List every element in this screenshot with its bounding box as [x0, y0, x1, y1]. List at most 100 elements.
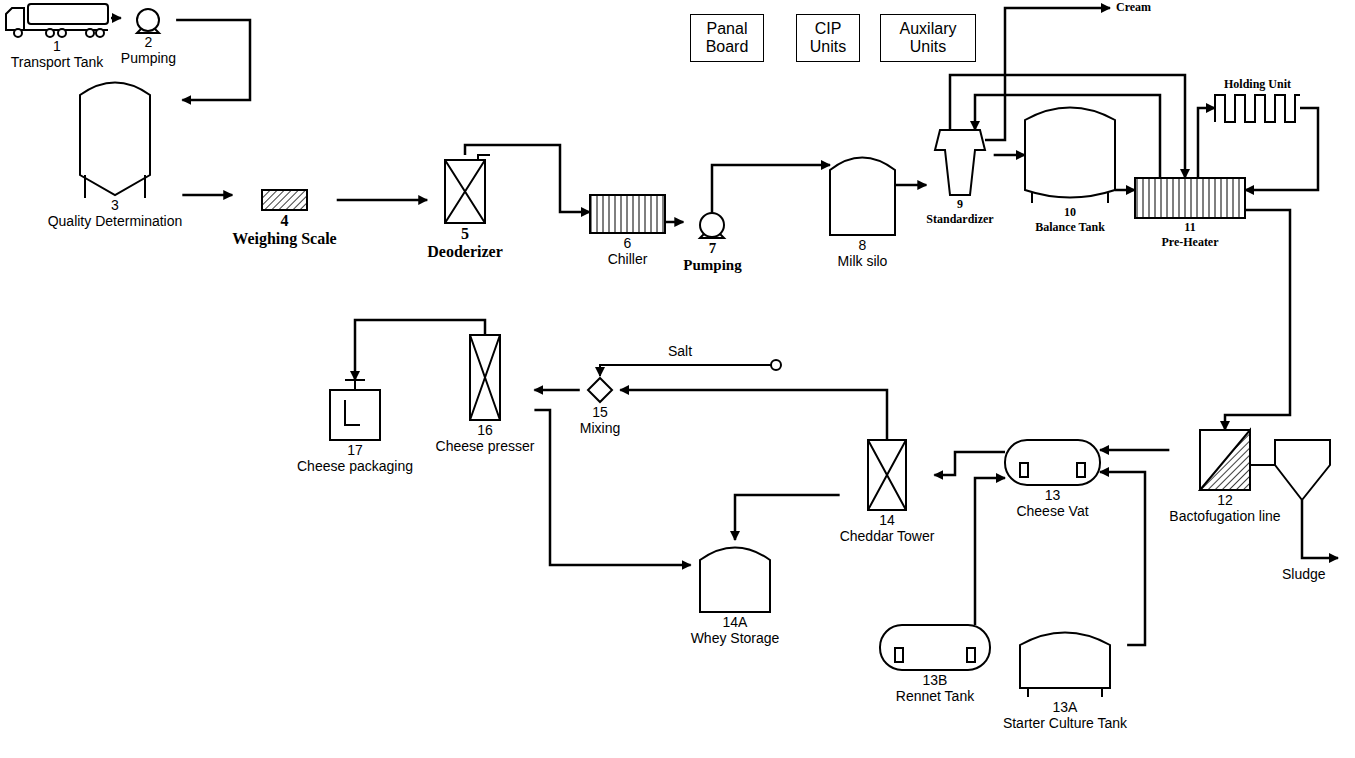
whey-tank	[700, 548, 770, 613]
callout-number: 7	[683, 240, 741, 257]
equipment-node: 10Balance Tank	[1025, 105, 1115, 235]
holding-coil	[1215, 95, 1300, 122]
equipment-label: Whey Storage	[691, 630, 780, 646]
rennet-tank	[880, 625, 990, 670]
starter-tank	[1020, 633, 1110, 698]
callout-number: 14	[840, 512, 935, 528]
transport-truck	[6, 8, 24, 30]
callout-number: 13A	[1003, 699, 1127, 715]
process-pipe	[355, 320, 485, 380]
equipment-node: 1Transport Tank	[3, 2, 111, 70]
stream-label: Sludge	[1282, 566, 1326, 582]
unit-box: Panal Board	[690, 14, 764, 62]
equipment-label: Weighing Scale	[232, 230, 336, 248]
cheese-press	[470, 335, 500, 420]
equipment-node: 3Quality Determination	[48, 75, 183, 229]
cheddar-tower	[868, 440, 906, 510]
callout-number: 2	[121, 34, 176, 50]
process-pipe	[975, 95, 1160, 178]
separator-cone	[1250, 464, 1275, 466]
pump-symbol	[700, 213, 724, 237]
sludge-outlet	[1302, 500, 1338, 558]
process-pipe	[337, 199, 428, 202]
sludge-outlet	[1302, 500, 1338, 558]
process-pipe	[620, 390, 887, 440]
cheddar-tower	[868, 440, 906, 510]
rennet-tank	[967, 648, 975, 662]
pre-heater	[1135, 178, 1245, 218]
chiller	[590, 195, 665, 233]
equipment-node: 14AWhey Storage	[691, 540, 780, 646]
rennet-tank	[880, 625, 990, 670]
equipment-label: CIP Units	[801, 20, 855, 56]
process-pipe	[534, 389, 579, 392]
callout-number: 1	[3, 38, 111, 54]
process-pipe	[934, 452, 1005, 475]
equipment-node: 11Pre-Heater	[1135, 178, 1245, 250]
salt-inlet	[771, 360, 781, 370]
salt-line	[600, 365, 771, 376]
process-pipe	[665, 221, 683, 224]
pump-symbol	[137, 9, 159, 33]
equipment-label: Rennet Tank	[880, 688, 990, 704]
equipment-node: 13BRennet Tank	[880, 625, 990, 704]
equipment-label: Mixing	[580, 420, 620, 436]
equipment-label: Balance Tank	[1025, 220, 1115, 235]
equipment-label: Panal Board	[695, 20, 759, 56]
transport-truck	[86, 29, 94, 37]
process-pipe	[895, 184, 926, 187]
equipment-node: Holding Unit	[1215, 77, 1300, 124]
quality-tank	[80, 83, 150, 196]
cheese-vat	[1005, 440, 1100, 485]
equipment-label: Deoderizer	[427, 243, 503, 261]
equipment-node: 4Weighing Scale	[232, 190, 336, 248]
cheddar-tower	[868, 440, 906, 510]
transport-truck	[58, 29, 66, 37]
equipment-label: Cheese presser	[436, 438, 535, 454]
callout-number: 8	[830, 237, 895, 253]
transport-truck	[96, 29, 104, 37]
pre-heater	[1135, 178, 1245, 218]
bactofuge	[1200, 430, 1250, 490]
weighing-scale	[262, 190, 307, 210]
callout-number: 3	[48, 197, 183, 213]
pump-symbol	[700, 213, 724, 238]
equipment-node: 13Cheese Vat	[1005, 440, 1100, 519]
starter-tank	[1020, 633, 1110, 689]
cheese-press	[470, 335, 500, 420]
equipment-node: 13AStarter Culture Tank	[1003, 628, 1127, 731]
callout-number: 6	[590, 235, 665, 251]
process-pipe	[735, 495, 840, 540]
packaging-machine	[330, 390, 380, 440]
equipment-node: 17Cheese packaging	[297, 380, 413, 474]
packaging-machine	[330, 380, 380, 440]
cheese-vat	[1020, 463, 1028, 477]
equipment-label: Pre-Heater	[1135, 235, 1245, 250]
salt-line	[600, 365, 771, 376]
callout-number: 9	[926, 197, 993, 212]
cheese-vat	[1005, 440, 1100, 485]
callout-number: 10	[1025, 205, 1115, 220]
equipment-label: Auxilary Units	[885, 20, 971, 56]
whey-tank	[700, 548, 770, 613]
process-pipe	[975, 478, 1005, 625]
equipment-label: Holding Unit	[1215, 77, 1300, 92]
equipment-node: 14Cheddar Tower	[840, 440, 935, 544]
process-pipe	[1198, 108, 1215, 178]
equipment-label: Pumping	[121, 50, 176, 66]
equipment-label: Quality Determination	[48, 213, 183, 229]
process-pipe	[712, 165, 830, 213]
equipment-node: 12Bactofugation line	[1169, 430, 1280, 524]
callout-number: 16	[436, 422, 535, 438]
process-pipe	[534, 410, 690, 565]
rennet-tank	[895, 648, 903, 662]
unit-box: Auxilary Units	[880, 14, 976, 62]
callout-number: 12	[1169, 492, 1280, 508]
callout-number: 11	[1135, 220, 1245, 235]
process-pipe	[111, 17, 121, 20]
process-pipe	[1100, 449, 1169, 452]
transport-truck	[6, 4, 108, 37]
separator-cone	[1275, 440, 1330, 500]
equipment-label: Transport Tank	[3, 54, 111, 70]
